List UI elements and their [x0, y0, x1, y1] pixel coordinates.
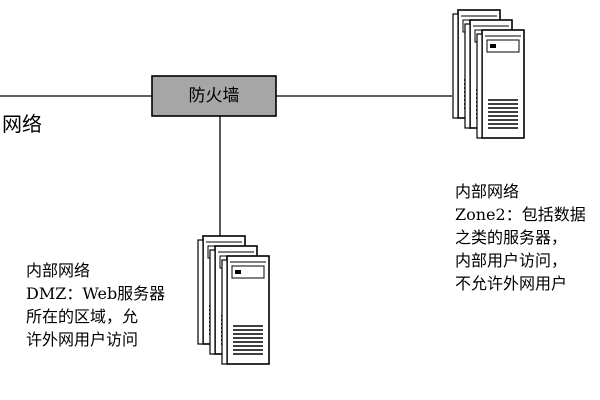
- zone2-line: 内部用户访问，: [455, 251, 568, 270]
- zone2-line: 内部网络: [455, 182, 520, 201]
- dmz-line: 内部网络: [26, 261, 91, 280]
- zone2-line: 之类的服务器，: [455, 228, 568, 247]
- firewall-box: [151, 75, 277, 117]
- zone2-description: 内部网络 Zone2：包括数据 之类的服务器， 内部用户访问， 不允许外网用户: [455, 180, 586, 295]
- dmz-line: 许外网用户访问: [26, 330, 139, 349]
- firewall-label: 防火墙: [188, 86, 240, 106]
- dmz-description: 内部网络 DMZ：Web服务器 所在的区域，允 许外网用户访问: [26, 259, 165, 351]
- zone2-line: 不允许外网用户: [455, 274, 568, 293]
- dmz-line: DMZ：Web服务器: [26, 284, 166, 303]
- dmz-server-stack-icon: [198, 236, 269, 364]
- zone2-server-stack-icon: [453, 10, 524, 138]
- dmz-line: 所在的区域，允: [26, 307, 139, 326]
- zone2-line: Zone2：包括数据: [455, 205, 586, 224]
- external-network-label: 网络: [2, 112, 42, 136]
